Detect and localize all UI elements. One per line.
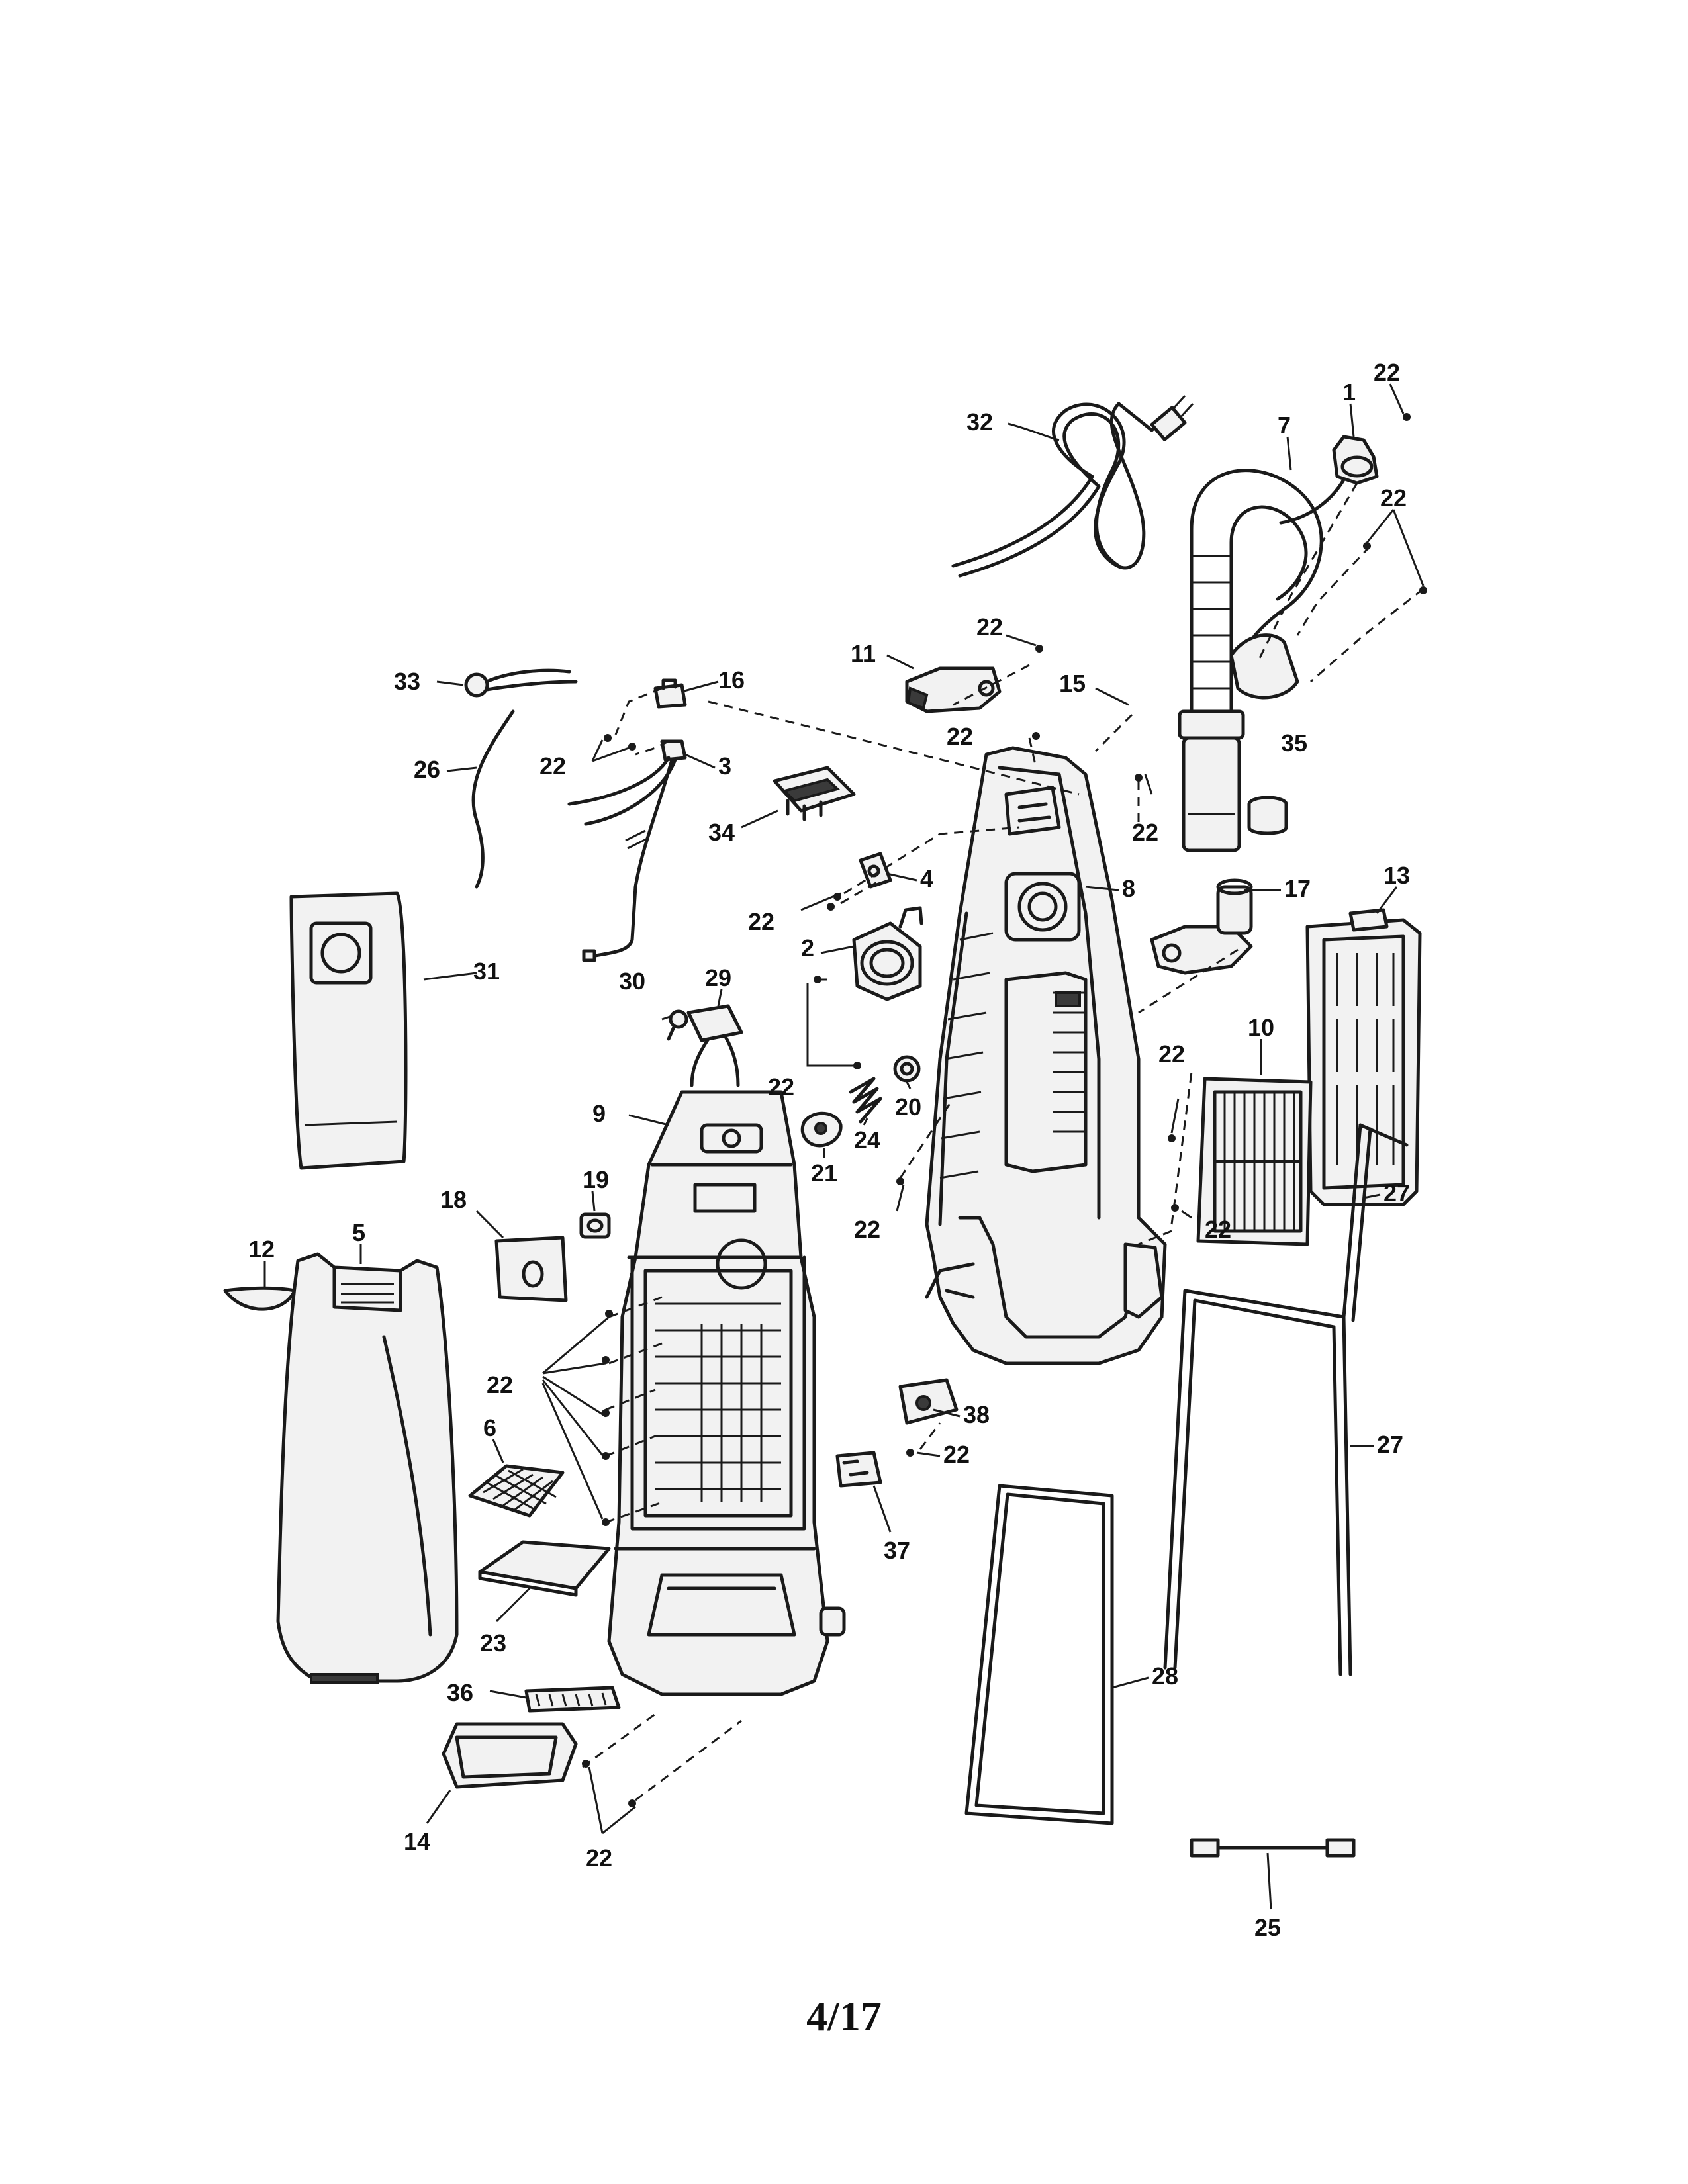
part-6-grate	[468, 1464, 565, 1518]
part-8-rear-housing	[925, 746, 1167, 1365]
callout-21: 21	[811, 1160, 837, 1187]
callout-22: 22	[854, 1216, 880, 1243]
callout-22: 22	[1158, 1040, 1185, 1068]
part-4-bracket	[859, 852, 892, 889]
callout-16: 16	[718, 666, 745, 694]
callout-24: 24	[854, 1126, 880, 1154]
part-13-filter-cover	[1305, 908, 1422, 1206]
part-32-power-cord	[951, 394, 1194, 578]
part-14-bumper	[442, 1722, 578, 1789]
callout-18: 18	[440, 1186, 467, 1213]
page-number: 4/17	[806, 1993, 882, 2040]
callout-2: 2	[801, 934, 814, 962]
part-27-wand-small	[1342, 1123, 1409, 1322]
callout-1: 1	[1342, 379, 1356, 406]
callout-22: 22	[586, 1844, 612, 1872]
callout-35: 35	[1281, 729, 1307, 756]
callout-26: 26	[414, 756, 440, 783]
callout-23: 23	[480, 1629, 506, 1657]
part-23-pad	[478, 1540, 611, 1597]
part-37-clip	[835, 1451, 882, 1488]
callout-labels: 1 2 3 4 5 6 7 8 9 10 11 12 13 14 15 16 1…	[248, 359, 1410, 1941]
callout-27b: 27	[1377, 1431, 1403, 1458]
callout-22: 22	[1380, 484, 1407, 512]
part-18-panel	[494, 1236, 568, 1302]
assembly-lines	[582, 482, 1424, 1801]
part-28-belt	[964, 1484, 1114, 1825]
part-27-wand-large	[1163, 1289, 1352, 1676]
callout-22: 22	[1132, 819, 1158, 846]
part-26-wire	[471, 709, 515, 889]
part-34-circuit-board	[773, 766, 856, 821]
part-16-switch-bracket	[653, 678, 687, 709]
callout-33: 33	[394, 668, 420, 695]
callout-8: 8	[1122, 875, 1135, 902]
callout-20: 20	[895, 1093, 921, 1120]
part-31-dust-bag	[289, 891, 408, 1170]
part-29-hook	[686, 1004, 743, 1087]
callout-32: 32	[966, 408, 993, 435]
part-20-ring	[893, 1055, 921, 1083]
callout-22: 22	[748, 908, 774, 935]
callout-5: 5	[352, 1219, 365, 1246]
part-7-hose	[1178, 461, 1352, 852]
part-9-front-housing	[607, 1090, 846, 1696]
callout-27a: 27	[1383, 1179, 1410, 1206]
part-35-cap	[1247, 796, 1288, 835]
callout-7: 7	[1278, 412, 1291, 439]
leader-lines	[263, 383, 1425, 1910]
part-19-button	[579, 1212, 611, 1239]
callout-29: 29	[705, 964, 731, 991]
callout-14: 14	[404, 1828, 430, 1855]
part-21-knob	[800, 1111, 843, 1148]
callout-22: 22	[539, 752, 566, 780]
part-11-latch	[905, 666, 1002, 713]
part-1-hose-cuff	[1332, 435, 1379, 485]
screws-22	[582, 413, 1427, 1807]
callout-11: 11	[851, 640, 876, 667]
callout-9: 9	[592, 1100, 606, 1127]
callout-6: 6	[483, 1414, 496, 1441]
callout-10: 10	[1248, 1014, 1274, 1041]
callout-25: 25	[1254, 1914, 1281, 1941]
callout-31: 31	[473, 958, 500, 985]
part-12-clip	[223, 1286, 297, 1311]
part-24-spring	[849, 1077, 882, 1124]
callout-19: 19	[583, 1166, 609, 1193]
callout-22: 22	[1374, 359, 1400, 386]
callout-3: 3	[718, 752, 731, 780]
callout-22: 22	[1205, 1216, 1231, 1243]
callout-15: 15	[1059, 670, 1086, 697]
part-25-cable	[1190, 1838, 1356, 1858]
part-17-motor	[1150, 878, 1253, 975]
part-5-bag-door	[276, 1252, 459, 1684]
callout-22: 22	[487, 1371, 513, 1398]
callout-17: 17	[1284, 875, 1311, 902]
callout-38: 38	[963, 1401, 990, 1428]
callout-28: 28	[1152, 1662, 1178, 1690]
callout-30: 30	[619, 968, 645, 995]
callout-22: 22	[976, 614, 1003, 641]
callout-22: 22	[768, 1073, 794, 1101]
part-30-screw-clip	[667, 1009, 688, 1041]
part-3-wiring-harness	[567, 739, 687, 962]
part-36-vent	[524, 1686, 621, 1713]
callout-13: 13	[1383, 862, 1410, 889]
callout-12: 12	[248, 1236, 275, 1263]
callout-34: 34	[708, 819, 735, 846]
callout-36: 36	[447, 1679, 473, 1706]
part-10-hepa-filter	[1196, 1077, 1313, 1246]
callout-37: 37	[884, 1537, 910, 1564]
part-38-latch	[898, 1378, 959, 1425]
part-2-motor-intake	[852, 906, 923, 1001]
part-33-wire-connector	[464, 668, 578, 698]
callout-22: 22	[943, 1441, 970, 1468]
callout-4: 4	[920, 865, 933, 892]
callout-22: 22	[947, 723, 973, 750]
